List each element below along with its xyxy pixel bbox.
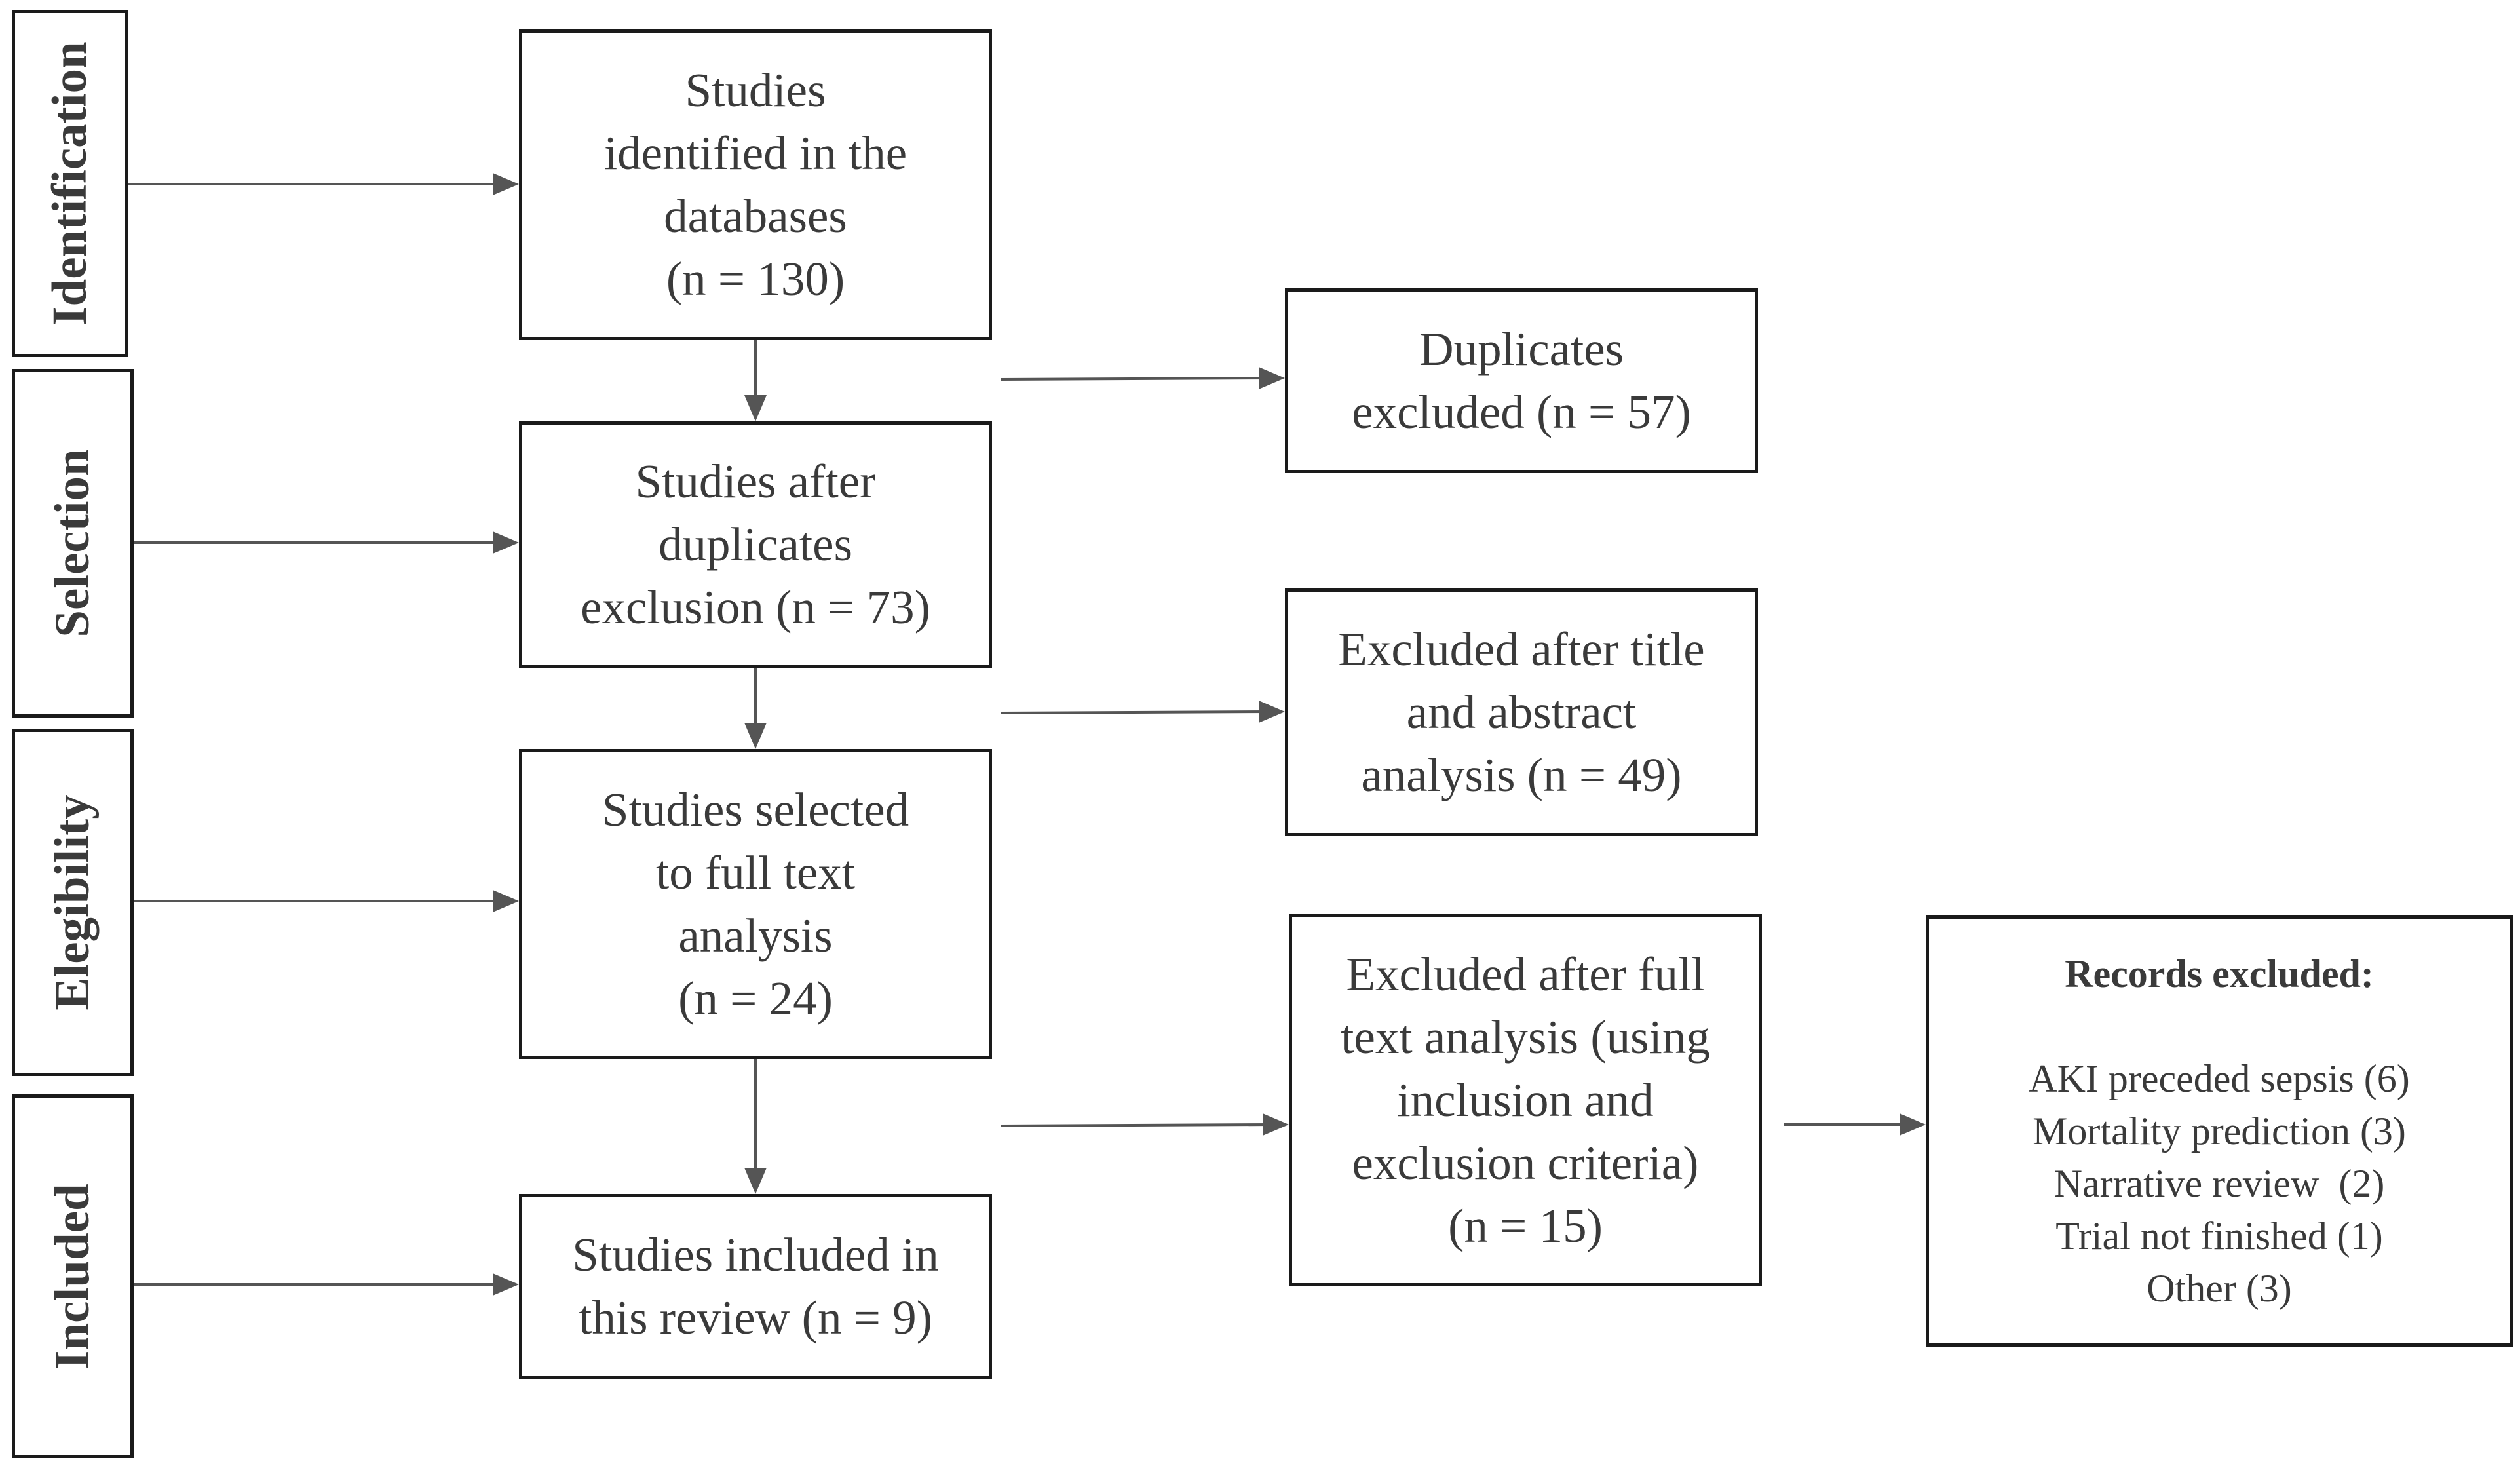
box-line: Excluded after full xyxy=(1346,948,1705,1001)
box-line: duplicates xyxy=(659,518,852,571)
box-line: Excluded after title xyxy=(1338,623,1705,676)
box-line: inclusion and xyxy=(1397,1073,1654,1127)
box-studies-identified: Studies identified in the databases (n =… xyxy=(519,29,992,340)
box-line: Studies included in xyxy=(572,1228,939,1281)
box-line: identified in the xyxy=(603,126,907,180)
box-line: analysis xyxy=(678,908,833,962)
box-studies-after-duplicates: Studies after duplicates exclusion (n = … xyxy=(519,421,992,668)
arrowhead xyxy=(744,723,767,749)
arrowhead xyxy=(493,1273,519,1296)
box-line: Studies xyxy=(685,64,826,117)
arrowhead xyxy=(744,395,767,421)
box-line: this review (n = 9) xyxy=(579,1291,932,1344)
stage-identification: Identification xyxy=(12,10,128,357)
arrowhead xyxy=(744,1168,767,1194)
box-studies-full-text: Studies selected to full text analysis (… xyxy=(519,749,992,1059)
arrowhead xyxy=(493,890,519,912)
records-item: Trial not finished (1) xyxy=(2055,1214,2383,1258)
records-item: Other (3) xyxy=(2147,1267,2292,1310)
box-studies-included: Studies included in this review (n = 9) xyxy=(519,1194,992,1379)
stage-included: Included xyxy=(12,1094,134,1458)
records-item: AKI preceded sepsis (6) xyxy=(2029,1057,2410,1100)
box-records-excluded: Records excluded: AKI preceded sepsis (6… xyxy=(1926,915,2513,1347)
box-line: exclusion criteria) xyxy=(1352,1136,1699,1189)
arrowhead xyxy=(1263,1113,1289,1136)
box-line: Studies after xyxy=(635,455,876,508)
stage-selection: Selection xyxy=(12,369,134,718)
records-title: Records excluded: xyxy=(2065,952,2374,995)
arrowhead xyxy=(1259,367,1285,389)
box-excluded-full-text: Excluded after full text analysis (using… xyxy=(1289,914,1762,1286)
box-line: Studies selected xyxy=(601,782,909,836)
box-duplicates-excluded: Duplicates excluded (n = 57) xyxy=(1285,288,1758,473)
records-item: Mortality prediction (3) xyxy=(2033,1109,2406,1153)
box-line: Duplicates xyxy=(1419,322,1624,376)
box-line: (n = 24) xyxy=(678,971,833,1025)
box-line: and abstract xyxy=(1406,685,1637,739)
stage-elegibility: Elegibility xyxy=(12,729,134,1076)
box-line: text analysis (using xyxy=(1341,1011,1710,1064)
arrow-to-duplicates xyxy=(1001,377,1272,381)
box-line: analysis (n = 49) xyxy=(1361,748,1682,801)
arrowhead xyxy=(493,531,519,554)
box-line: exclusion (n = 73) xyxy=(581,581,930,634)
arrow-to-title-abstract xyxy=(1001,710,1272,714)
box-line: (n = 15) xyxy=(1448,1199,1603,1252)
box-line: to full text xyxy=(655,845,856,899)
box-line: databases xyxy=(664,189,847,242)
box-line: excluded (n = 57) xyxy=(1352,385,1691,438)
arrow-to-full-text-excluded xyxy=(1001,1123,1274,1127)
box-line: (n = 130) xyxy=(666,252,845,305)
box-excluded-title-abstract: Excluded after title and abstract analys… xyxy=(1285,588,1758,836)
records-item: Narrative review (2) xyxy=(2053,1162,2385,1205)
arrowhead xyxy=(1259,701,1285,723)
arrowhead xyxy=(493,173,519,195)
arrowhead xyxy=(1900,1113,1926,1136)
